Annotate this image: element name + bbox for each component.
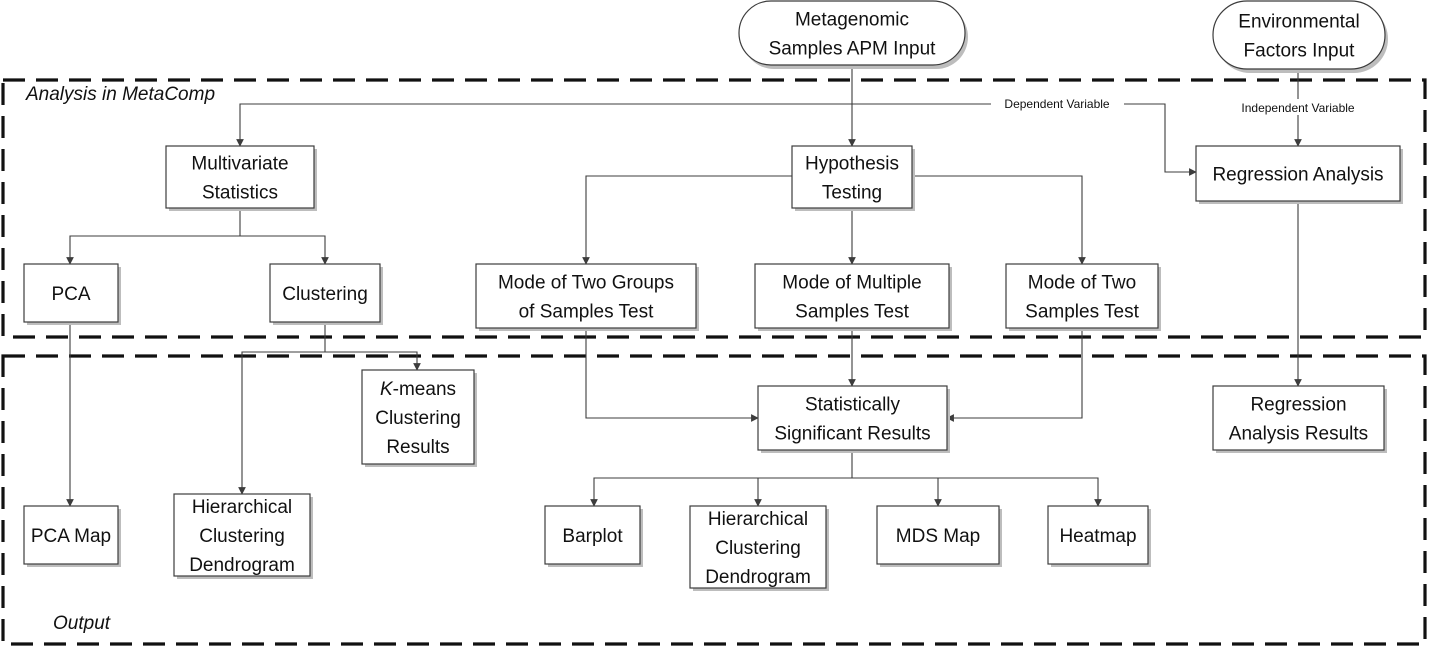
node-text-line: Clustering xyxy=(375,408,461,429)
node-text-line: Factors Input xyxy=(1244,41,1356,62)
node-text-line: Clustering xyxy=(282,284,368,305)
node-text-line: Dendrogram xyxy=(189,555,295,576)
edge-significant-to-heatmap xyxy=(938,477,1102,507)
node-text-line: Barplot xyxy=(562,526,623,547)
node-text-line: MDS Map xyxy=(896,526,980,547)
analysis-region-label: Analysis in MetaComp xyxy=(25,84,215,105)
node-text-line: Heatmap xyxy=(1059,526,1136,547)
node-text-line: Clustering xyxy=(199,526,285,547)
clustering-label: Clustering xyxy=(282,284,368,305)
edge-clustering-to-dendrogram xyxy=(238,351,325,495)
regression-analysis-label: Regression Analysis xyxy=(1212,165,1383,186)
heatmap-label: Heatmap xyxy=(1059,526,1136,547)
pca-map-box: PCA Map xyxy=(23,505,121,567)
node-text-line: of Samples Test xyxy=(519,302,655,323)
pca-map-label: PCA Map xyxy=(31,526,111,547)
barplot-label: Barplot xyxy=(562,526,623,547)
node-text-line: Metagenomic xyxy=(795,10,909,31)
node-text-line: Clustering xyxy=(715,538,801,559)
node-text-line: Mode of Two xyxy=(1028,273,1136,294)
node-text-line: Statistically xyxy=(805,395,901,416)
edge-input-to-multivariate xyxy=(236,103,852,147)
node-text-line: Samples APM Input xyxy=(769,39,937,60)
node-text-line: Samples Test xyxy=(1025,302,1139,323)
node-text-line: Statistics xyxy=(202,183,278,204)
two-groups-test-label: Mode of Two Groups of Samples Test xyxy=(498,273,674,323)
analysis-region-frame xyxy=(1,78,1427,339)
edge-two-groups-to-significant xyxy=(585,328,759,422)
output-region-label: Output xyxy=(53,613,111,634)
edge-label-independent: Independent Variable xyxy=(1228,99,1370,115)
node-text-line: Mode of Two Groups xyxy=(498,273,674,294)
pca-label: PCA xyxy=(51,284,90,305)
edge-multivariate-to-clustering xyxy=(240,235,329,265)
node-text-line: Environmental xyxy=(1238,12,1359,33)
node-text-line: Mode of Multiple xyxy=(782,273,921,294)
mds-map-label: MDS Map xyxy=(896,526,980,547)
node-text-line: Significant Results xyxy=(774,424,930,445)
dependent-variable-label: Dependent Variable xyxy=(1004,97,1110,111)
edge-significant-to-barplot xyxy=(590,450,853,507)
edge-two-samples-to-significant xyxy=(946,328,1083,422)
regression-analysis-box: Regression Analysis xyxy=(1195,145,1403,204)
node-text-line: PCA Map xyxy=(31,526,111,547)
edge-multivariate-to-pca xyxy=(66,208,241,265)
output-region-frame xyxy=(1,354,1427,646)
independent-variable-label: Independent Variable xyxy=(1241,101,1355,115)
node-text-line: Hierarchical xyxy=(708,509,808,530)
edge-clustering-to-kmeans xyxy=(324,322,421,371)
node-text-line: Regression Analysis xyxy=(1212,165,1383,186)
node-text-line: Hierarchical xyxy=(192,497,292,518)
edge-hypothesis-to-two-samples xyxy=(912,175,1086,265)
node-text-line: Hypothesis xyxy=(805,154,899,175)
mds-map-box: MDS Map xyxy=(876,505,1002,567)
node-text-line: Testing xyxy=(822,183,882,204)
edge-significant-to-mds xyxy=(852,477,942,507)
node-text-line: Dendrogram xyxy=(705,567,811,588)
pca-box: PCA xyxy=(23,263,121,325)
connector-lines xyxy=(66,67,1302,507)
edge-label-dependent: Dependent Variable xyxy=(991,96,1124,112)
node-text-line: Multivariate xyxy=(191,154,288,175)
edge-hypothesis-to-two-groups xyxy=(582,175,792,265)
barplot-box: Barplot xyxy=(544,505,643,567)
node-text-line: Analysis Results xyxy=(1229,424,1368,445)
node-text-line: PCA xyxy=(51,284,90,305)
heatmap-box: Heatmap xyxy=(1047,505,1151,567)
node-text-line: Regression xyxy=(1250,395,1346,416)
clustering-box: Clustering xyxy=(269,263,383,325)
node-text-line: Results xyxy=(386,437,449,458)
node-text-line: Samples Test xyxy=(795,302,909,323)
node-text-line: K-means xyxy=(380,379,456,400)
two-groups-test-box: Mode of Two Groups of Samples Test xyxy=(475,263,699,331)
